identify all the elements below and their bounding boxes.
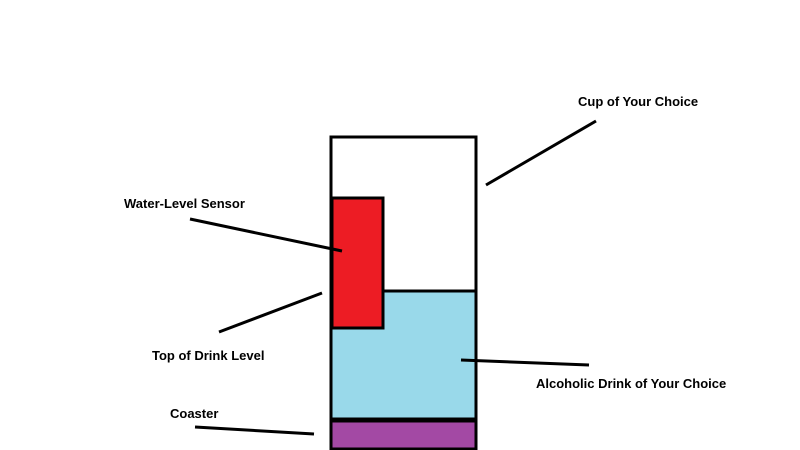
drink-leader-line: [460, 358, 590, 367]
coaster-leader-line: [194, 425, 315, 436]
drink-level-leader-line: [218, 291, 323, 334]
drink-level-label: Top of Drink Level: [152, 348, 264, 363]
coaster: [329, 419, 478, 450]
sensor-label: Water-Level Sensor: [124, 196, 245, 211]
water-level-sensor: [330, 196, 385, 330]
coaster-label: Coaster: [170, 406, 218, 421]
cup-label: Cup of Your Choice: [578, 94, 698, 109]
cup-leader-line: [485, 119, 597, 187]
drink-label: Alcoholic Drink of Your Choice: [536, 376, 726, 391]
sensor-leader-line: [189, 217, 343, 253]
